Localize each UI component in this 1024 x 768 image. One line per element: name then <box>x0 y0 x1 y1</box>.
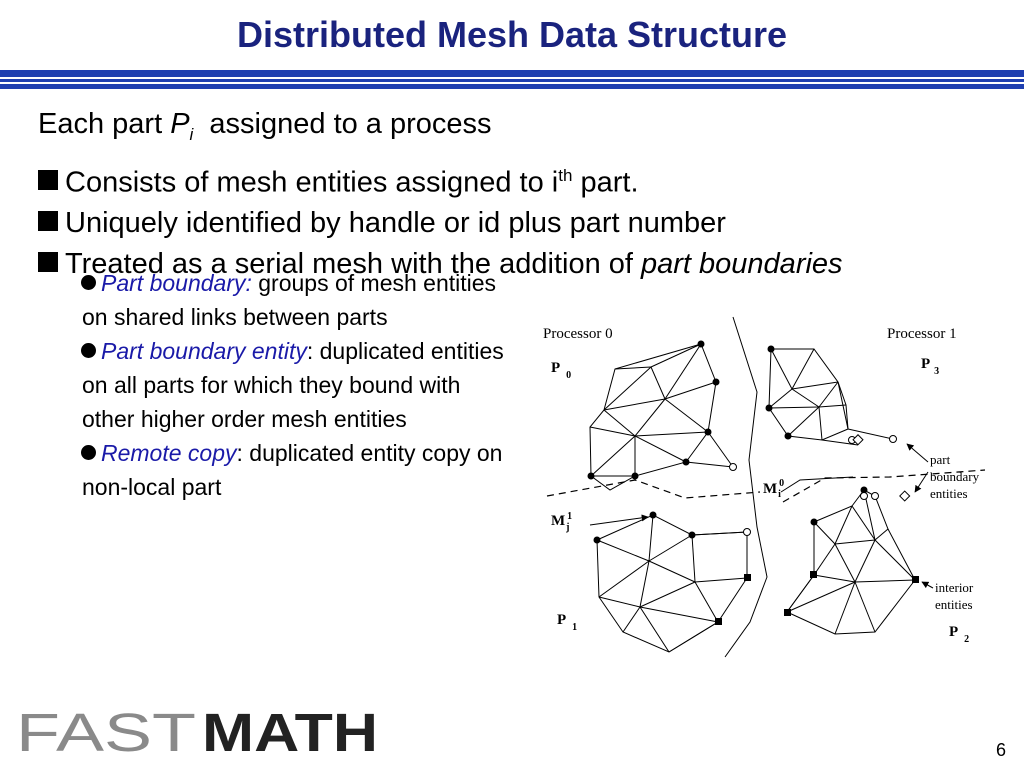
square-bullet-icon <box>38 170 58 191</box>
svg-text:MATH: MATH <box>202 707 378 757</box>
svg-text:P3: P3 <box>921 356 939 377</box>
bullet-2: Uniquely identified by handle or id plus… <box>38 203 1008 244</box>
boundary-nodes <box>587 340 919 625</box>
svg-text:entities: entities <box>930 486 968 501</box>
svg-text:interior: interior <box>935 580 974 595</box>
partition-boundary-dashed <box>546 469 986 503</box>
svg-text:FAST: FAST <box>16 707 196 757</box>
svg-text:Processor 0: Processor 0 <box>543 326 613 342</box>
page-number: 6 <box>996 740 1007 760</box>
svg-text:P2: P2 <box>949 624 969 645</box>
svg-text:Processor 1: Processor 1 <box>887 326 957 342</box>
slide-title: Distributed Mesh Data Structure <box>236 14 788 55</box>
main-bullets: Each part Pi assigned to a process Consi… <box>38 104 1008 285</box>
sub-bullet-part-boundary: Part boundary: groups of mesh entities o… <box>81 270 497 330</box>
svg-text:entities: entities <box>935 597 973 612</box>
fastmath-logo: FAST MATH <box>16 707 378 757</box>
svg-text:P0: P0 <box>551 360 571 381</box>
svg-text:M0i: M0i <box>763 478 784 500</box>
header-rule-top <box>0 70 1024 77</box>
sub-bullet-part-boundary-entity: Part boundary entity: duplicated entitie… <box>81 338 504 432</box>
sub-bullets: Part boundary: groups of mesh entities o… <box>81 266 512 504</box>
mesh-edges <box>589 316 916 658</box>
svg-text:boundary: boundary <box>930 469 980 484</box>
header-rule-bottom <box>0 84 1024 89</box>
intro-line: Each part Pi assigned to a process <box>38 104 1008 155</box>
header-rule-middle <box>0 79 1024 82</box>
square-bullet-icon <box>38 211 58 232</box>
svg-text:M1j: M1j <box>551 511 572 533</box>
bullet-1: Consists of mesh entities assigned to it… <box>38 155 1008 204</box>
annotation-arrows <box>589 443 934 589</box>
remote-copy-nodes <box>729 434 911 536</box>
round-bullet-icon <box>81 275 96 290</box>
svg-text:P1: P1 <box>557 612 577 633</box>
intro-rest: assigned to a process <box>193 108 492 140</box>
round-bullet-icon <box>81 343 96 358</box>
bullet-3: Treated as a serial mesh with the additi… <box>38 244 1008 285</box>
intro-lead: Each part <box>38 108 171 140</box>
sub-bullet-remote-copy: Remote copy: duplicated entity copy on n… <box>81 440 503 500</box>
intro-variable: Pi <box>170 108 194 144</box>
svg-text:part: part <box>930 452 951 467</box>
round-bullet-icon <box>81 445 96 460</box>
square-bullet-icon <box>38 252 58 273</box>
